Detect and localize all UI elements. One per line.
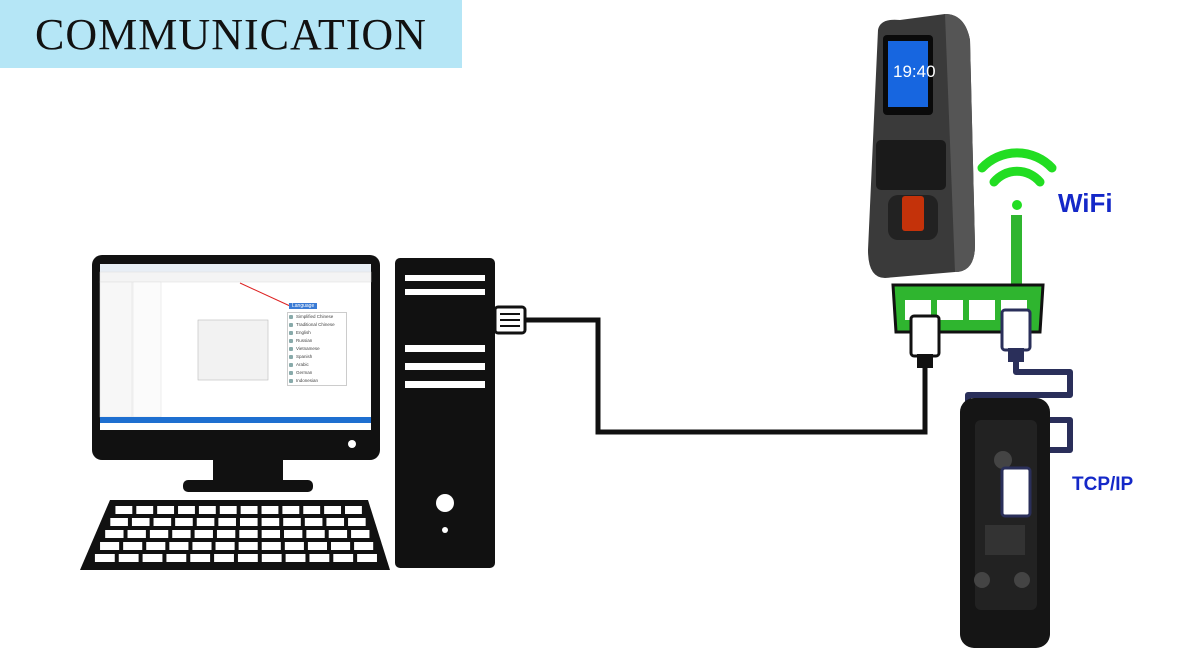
keyboard-key [110, 518, 128, 526]
keyboard-key [172, 530, 191, 538]
fingerprint-terminal-back [960, 398, 1050, 648]
keyboard-key [169, 542, 189, 550]
keyboard-key [328, 530, 348, 538]
keyboard-key [149, 530, 169, 538]
keyboard-key [351, 530, 370, 538]
keyboard-key [331, 542, 351, 550]
language-item: Traditional Chinese [288, 321, 346, 329]
keyboard-key [354, 542, 374, 550]
tcp-ip-label: TCP/IP [1072, 474, 1134, 495]
keyboard-key [153, 518, 172, 526]
keyboard-key [127, 530, 146, 538]
keyboard-key [192, 542, 212, 550]
keyboard-key [215, 542, 235, 550]
keyboard-key [306, 530, 325, 538]
keyboard-key [105, 530, 124, 538]
language-item: Vietnamese [288, 345, 346, 353]
keyboard-key [282, 506, 300, 514]
language-item: English [288, 329, 346, 337]
rj45-plug-router-left [909, 314, 941, 368]
keyboard-key [261, 542, 281, 550]
keyboard-key [142, 554, 163, 562]
keyboard-key [178, 506, 195, 514]
keyboard-key [214, 554, 234, 562]
keyboard-key [326, 518, 345, 526]
language-item: German [288, 369, 346, 377]
keyboard-key [357, 554, 377, 562]
language-menu: Simplified Chinese Traditional Chinese E… [287, 312, 347, 386]
keyboard-key [348, 518, 366, 526]
keyboard-key [94, 554, 115, 562]
keyboard-key [166, 554, 187, 562]
wifi-label: WiFi [1058, 188, 1113, 218]
keyboard-key [284, 542, 304, 550]
keyboard-key [240, 506, 258, 514]
rj45-plug-router-right [1000, 308, 1032, 362]
router-antenna [1011, 215, 1022, 285]
language-item: Arabic [288, 361, 346, 369]
keyboard-key [261, 518, 280, 526]
page-title: COMMUNICATION [0, 0, 462, 68]
keyboard-key [261, 554, 282, 562]
keyboard-key [123, 542, 143, 550]
keyboard-key [198, 506, 216, 514]
keyboard-key [146, 542, 166, 550]
keyboard-key [239, 518, 258, 526]
keyboard-icon [80, 500, 390, 570]
keyboard-key [261, 530, 281, 538]
keyboard-key [304, 518, 323, 526]
keyboard-key [219, 506, 237, 514]
keyboard-key [303, 506, 321, 514]
keyboard-key [136, 506, 154, 514]
keyboard-key [283, 518, 301, 526]
computer-tower-icon [395, 258, 495, 568]
keyboard-key [157, 506, 175, 514]
keyboard-key [261, 506, 279, 514]
fingerprint-terminal-top [868, 14, 975, 278]
keyboard-key [307, 542, 328, 550]
keyboard-key [284, 530, 303, 538]
keyboard-key [218, 518, 236, 526]
keyboard-key [194, 530, 213, 538]
keyboard-key [216, 530, 236, 538]
device-clock: 19:40 [893, 62, 936, 81]
keyboard-key [333, 554, 354, 562]
keyboard-key [196, 518, 215, 526]
language-button: Language [289, 303, 318, 309]
keyboard-key [115, 506, 133, 514]
keyboard-key [237, 554, 258, 562]
language-item: Simplified Chinese [288, 313, 346, 321]
keyboard-key [118, 554, 139, 562]
language-item: Spanish [288, 353, 346, 361]
language-item: Indonesian [288, 377, 346, 385]
rj45-plug-device [1000, 466, 1032, 518]
keyboard-key [239, 530, 258, 538]
keyboard-key [285, 554, 306, 562]
keyboard-key [345, 506, 362, 514]
keyboard-key [238, 542, 258, 550]
ethernet-cable-pc [520, 317, 928, 435]
keyboard-key [100, 542, 120, 550]
wifi-icon [977, 148, 1057, 210]
language-item: Russian [288, 337, 346, 345]
keyboard-key [175, 518, 193, 526]
keyboard-key [309, 554, 330, 562]
keyboard-key [190, 554, 211, 562]
keyboard-key [324, 506, 342, 514]
keyboard-key [131, 518, 150, 526]
rj45-plug-pc [493, 305, 527, 335]
